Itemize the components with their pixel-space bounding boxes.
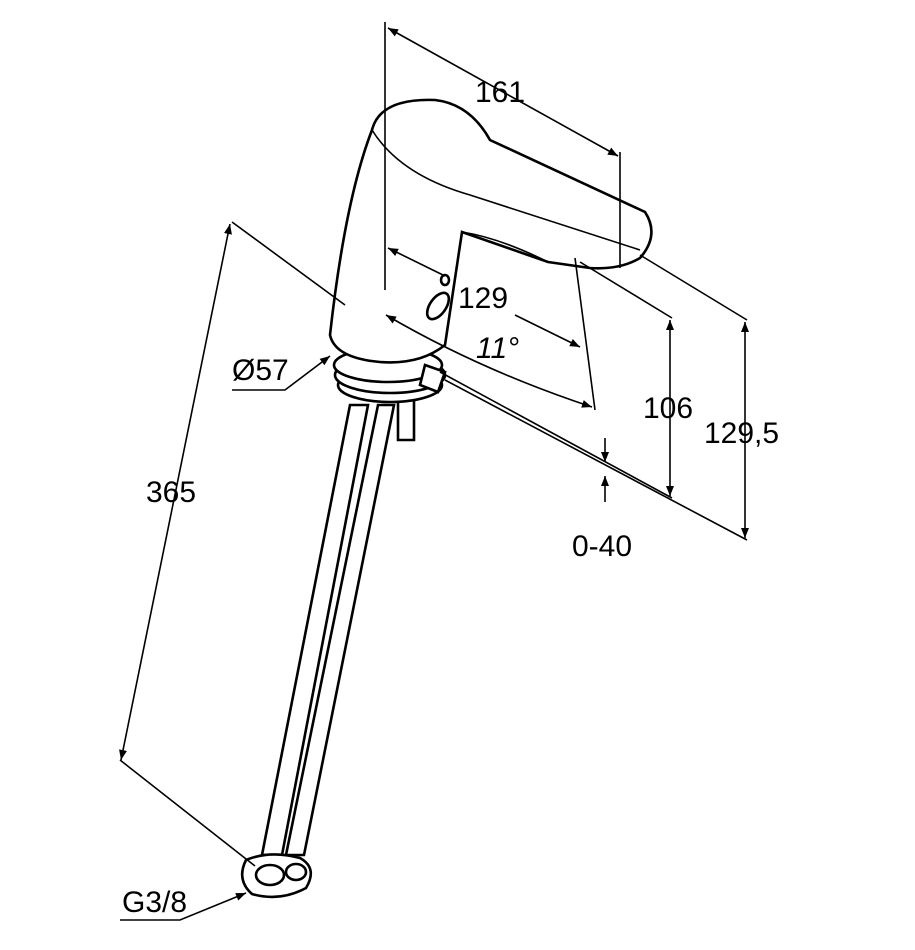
dim-0-40-label: 0-40 <box>572 530 632 563</box>
dim-129-label: 129 <box>458 282 508 315</box>
dim-365-label: 365 <box>146 476 196 509</box>
dim-d57-label: Ø57 <box>232 354 289 387</box>
angle-11-label: 11° <box>476 332 519 365</box>
dim-106-label: 106 <box>643 392 693 425</box>
dim-129-5-label: 129,5 <box>704 417 779 450</box>
dim-161-label: 161 <box>475 76 525 109</box>
supply-hoses <box>240 396 416 899</box>
faucet-body <box>328 98 653 364</box>
dimension-lines <box>119 27 749 921</box>
thread-g3-8-label: G3/8 <box>122 886 187 919</box>
